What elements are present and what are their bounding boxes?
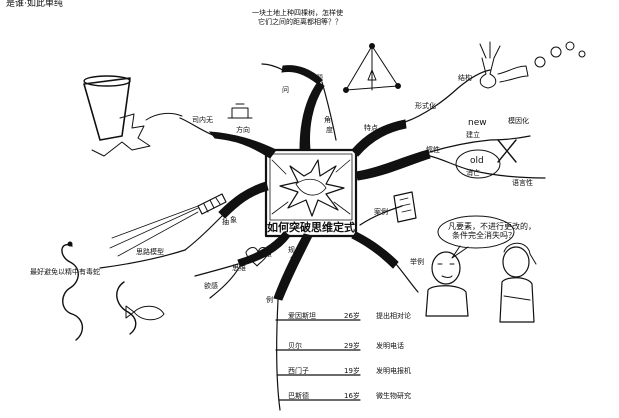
example-deed: 微生物研究	[376, 391, 411, 400]
direction-sub: 方向	[236, 125, 250, 134]
center-inner-frame	[269, 153, 353, 221]
inertia-label: 惯性	[426, 145, 440, 154]
burst-core-icon	[295, 178, 327, 196]
formal-label-a: 结构	[458, 73, 472, 82]
snake-icon	[61, 241, 137, 341]
center-box: 如何突破思维定式	[264, 148, 358, 238]
book-icon	[393, 191, 417, 223]
hose-nozzle-icon	[109, 193, 227, 257]
center-title: 如何突破思维定式	[267, 220, 355, 234]
new-cn: 建立	[466, 130, 480, 139]
pyramid-trees-icon	[343, 43, 401, 93]
branch-method	[218, 181, 269, 219]
example-age: 26岁	[344, 311, 360, 320]
example-name: 贝尔	[288, 341, 302, 350]
perspective-label: 角	[324, 115, 331, 124]
examples-label: 例	[266, 295, 273, 304]
examples-table: 爱因斯坦 26岁 提出相对论 贝尔 29岁 发明电话 西门子 19岁 发明电报机…	[288, 311, 411, 400]
heart-icon	[245, 247, 269, 267]
branch-question-tip	[281, 65, 323, 85]
chemistry-flask-icon	[479, 41, 586, 89]
method-sub: 思路模型	[136, 247, 164, 256]
branch-direction	[208, 131, 277, 159]
speech-text-line1: 凡要素，不进行更改的，	[448, 221, 536, 231]
example-name: 巴斯德	[288, 391, 309, 400]
method-label-2: 象	[230, 215, 237, 224]
woman-figure-icon	[499, 242, 537, 323]
branch-inertia	[355, 149, 431, 181]
cross-mark-icon	[497, 139, 517, 163]
small-figure-icon	[227, 103, 253, 119]
example-name: 爱因斯坦	[288, 311, 316, 320]
methods2-c: 较量	[258, 249, 272, 258]
new-word: new	[468, 118, 487, 128]
example-deed: 发明电报机	[376, 366, 411, 375]
question-label: 问	[282, 86, 289, 94]
case-label: 案例	[374, 207, 388, 216]
center-frame	[264, 148, 358, 238]
old-cn: 消亡	[466, 168, 480, 177]
accuracy-label: 规	[288, 245, 295, 254]
branch-methods2	[237, 231, 291, 267]
old-oval	[455, 149, 501, 179]
branch-example	[351, 231, 399, 269]
man-figure-icon	[425, 251, 469, 317]
question-text-line1: 一块土地上种四棵树，怎样使	[252, 8, 343, 17]
methods2-b: 欲感	[204, 281, 218, 290]
example-age: 19岁	[344, 366, 360, 375]
formal-label: 形式化	[415, 101, 436, 110]
sub-lines	[99, 63, 546, 411]
snake-caption: 最好避免以精中有毒蛇	[30, 267, 100, 276]
question-text-line2: 它们之间的距离都相等？？	[258, 17, 342, 26]
method-label: 抽	[222, 217, 229, 226]
old-word: old	[470, 156, 484, 166]
branch-characteristics	[351, 119, 407, 157]
example-age: 29岁	[344, 341, 360, 350]
methods2-a: 思维	[232, 263, 246, 272]
branch-question	[299, 81, 325, 151]
example-label: 举例	[410, 257, 424, 266]
fish-icon	[125, 305, 165, 321]
model-new: 模因化	[508, 116, 529, 125]
speech-text-line2: 条件完全消失吗？	[452, 230, 516, 240]
question-label-2: 题	[316, 74, 323, 82]
model-old: 语言性	[512, 178, 533, 187]
bucket-spill-icon	[83, 75, 183, 157]
top-left-fragment: 是谁·如此单纯	[6, 0, 63, 9]
perspective-label-2: 度	[326, 125, 333, 134]
example-deed: 发明电话	[376, 341, 404, 350]
direction-label: 司内无	[192, 115, 213, 124]
characteristics-label: 特点	[364, 123, 378, 132]
example-deed: 提出相对论	[376, 311, 411, 320]
accuracy-label-2: 律	[290, 255, 297, 264]
example-name: 西门子	[288, 366, 309, 375]
crack-lines-icon	[271, 159, 351, 215]
main-branches	[208, 65, 431, 301]
starburst-icon	[279, 159, 345, 217]
branch-examples	[273, 233, 313, 301]
example-age: 16岁	[344, 391, 360, 400]
speech-bubble	[437, 215, 515, 259]
